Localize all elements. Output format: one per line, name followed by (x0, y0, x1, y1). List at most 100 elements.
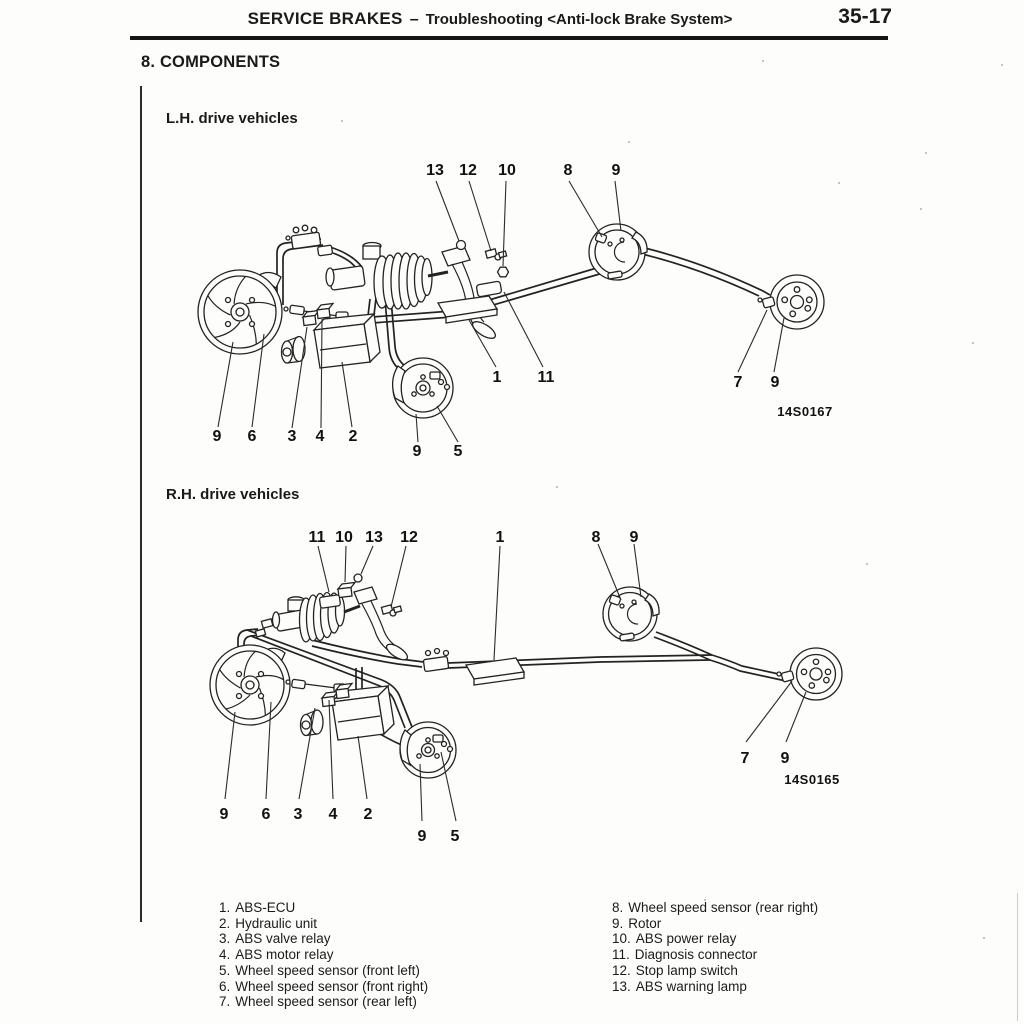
callout-11-diagnosis-connector: 11 (538, 369, 555, 386)
callout-9-rotor-rl: 9 (781, 750, 790, 767)
scan-speck (983, 937, 985, 939)
scan-speck (1001, 64, 1003, 66)
booster-master-cylinder-lh (325, 241, 449, 310)
abs-warning-lamp-lh (455, 239, 467, 251)
legend-item: 7.Wheel speed sensor (rear left) (219, 994, 428, 1010)
legend-left-column: 1. ABS-ECU 2.Hydraulic unit 3.ABS valve r… (219, 900, 428, 1010)
front-left-speed-sensor-rh (432, 734, 454, 753)
callouts-rh: 11 10 13 12 1 8 9 9 6 3 4 2 9 5 7 9 14S0… (220, 529, 840, 845)
callout-11-diagnosis-connector: 11 (309, 529, 326, 546)
callout-9-rotor-fl: 9 (418, 828, 427, 845)
callout-6-front-right-sensor: 6 (248, 428, 257, 445)
page-number: 35-17 (838, 5, 892, 28)
stop-lamp-switch-lh (484, 248, 508, 261)
diagnosis-connector-rh (318, 594, 341, 609)
junction-fittings-rh (422, 647, 450, 673)
page-header: SERVICE BRAKES–Troubleshooting <Anti-loc… (140, 9, 840, 29)
legend-label: Stop lamp switch (635, 962, 738, 978)
callout-12-stop-lamp-switch: 12 (459, 162, 477, 179)
rear-left-hub-lh (757, 274, 825, 330)
diagram-rh-label: R.H. drive vehicles (166, 486, 300, 503)
legend-item: 2.Hydraulic unit (219, 916, 428, 932)
scan-speck (838, 182, 840, 184)
brake-pedal-rh (353, 586, 409, 661)
abs-valve-relay-lh (301, 309, 321, 327)
legend-item: 1. ABS-ECU (219, 900, 428, 916)
callout-4-motor-relay: 4 (329, 806, 338, 823)
scan-speck (762, 60, 764, 62)
legend-item: 13.ABS warning lamp (612, 979, 818, 995)
legend-label: Wheel speed sensor (front left) (235, 962, 420, 978)
scan-speck (920, 208, 922, 210)
scan-speck (628, 141, 630, 143)
legend-label: ABS-ECU (235, 900, 296, 915)
legend-item: 3.ABS valve relay (219, 931, 428, 947)
header-dash: – (409, 11, 419, 28)
legend-item: 8.Wheel speed sensor (rear right) (612, 900, 818, 916)
callout-13-warning-lamp: 13 (365, 529, 383, 546)
legend-item: 9.Rotor (612, 916, 818, 932)
scan-speck (704, 899, 706, 901)
rear-right-wheel-rh (602, 586, 660, 642)
front-left-wheel-rh (399, 721, 457, 779)
relay-switch-lamp-parts-lh (455, 239, 510, 298)
figure-code-lh: 14S0167 (777, 404, 833, 419)
rear-right-wheel-lh (588, 223, 648, 281)
front-left-speed-sensor-lh (429, 371, 451, 391)
legend-item: 10.ABS power relay (612, 931, 818, 947)
legend-label: Wheel speed sensor (rear right) (628, 900, 819, 915)
callout-9-rotor-fr: 9 (220, 806, 229, 823)
legend-num: 7. (219, 994, 231, 1010)
legend-num: 12. (612, 962, 631, 978)
scan-artifact-line (1017, 893, 1018, 1021)
legend-num: 9. (612, 915, 624, 931)
callout-4-motor-relay: 4 (316, 428, 325, 445)
scan-speck (341, 120, 343, 122)
callout-9-rotor-rr: 9 (630, 529, 639, 546)
legend-num: 4. (219, 947, 231, 963)
relay-switch-lamp-parts-rh (318, 573, 403, 617)
callout-2-hydraulic-unit: 2 (364, 806, 373, 823)
legend-label: ABS valve relay (235, 931, 331, 947)
callout-13-warning-lamp: 13 (426, 162, 444, 179)
legend-label: Diagnosis connector (634, 947, 758, 963)
callout-7-rear-left-sensor: 7 (741, 750, 750, 767)
scan-speck (866, 563, 868, 565)
abs-power-relay-lh (496, 266, 510, 278)
rear-left-speed-sensor-rh (776, 670, 795, 683)
legend-label: Hydraulic unit (235, 915, 318, 931)
legend-label: Rotor (628, 915, 662, 931)
callout-5-front-left-sensor: 5 (454, 443, 463, 460)
callout-9-rotor-fr: 9 (213, 428, 222, 445)
legend-label: ABS power relay (635, 931, 737, 947)
abs-valve-relay-rh (320, 690, 340, 708)
leader-lines-lh (217, 180, 785, 443)
rear-left-speed-sensor-lh (757, 296, 776, 309)
figure-code-rh: 14S0165 (784, 772, 840, 787)
callout-12-stop-lamp-switch: 12 (400, 529, 418, 546)
leader-lines-rh (224, 543, 807, 822)
legend-num: 1. (219, 900, 231, 915)
header-rule (130, 36, 888, 40)
callout-3-valve-relay: 3 (288, 428, 297, 445)
diagram-rh: 11 10 13 12 1 8 9 9 6 3 4 2 9 5 7 9 14S0… (209, 529, 843, 845)
legend-num: 6. (219, 978, 231, 994)
legend-item: 12.Stop lamp switch (612, 963, 818, 979)
rear-right-speed-sensor-rh (608, 594, 622, 606)
callout-7-rear-left-sensor: 7 (734, 374, 743, 391)
rear-left-hub-rh (776, 647, 843, 701)
legend-num: 10. (612, 931, 631, 947)
abs-motor-relay-lh (315, 302, 335, 320)
legend-num: 13. (612, 978, 631, 994)
legend-item: 11.Diagnosis connector (612, 947, 818, 963)
callout-10-power-relay: 10 (335, 529, 353, 546)
callout-5-front-left-sensor: 5 (451, 828, 460, 845)
booster-master-cylinder-rh (254, 591, 361, 643)
scan-speck (925, 152, 927, 154)
callouts-lh: 13 12 10 8 9 9 6 3 4 2 9 5 1 11 7 9 14S0… (213, 162, 833, 460)
diagnosis-connector-lh (475, 280, 503, 298)
callout-6-front-right-sensor: 6 (262, 806, 271, 823)
rear-right-speed-sensor-lh (594, 232, 608, 244)
front-left-wheel-lh (391, 357, 454, 419)
